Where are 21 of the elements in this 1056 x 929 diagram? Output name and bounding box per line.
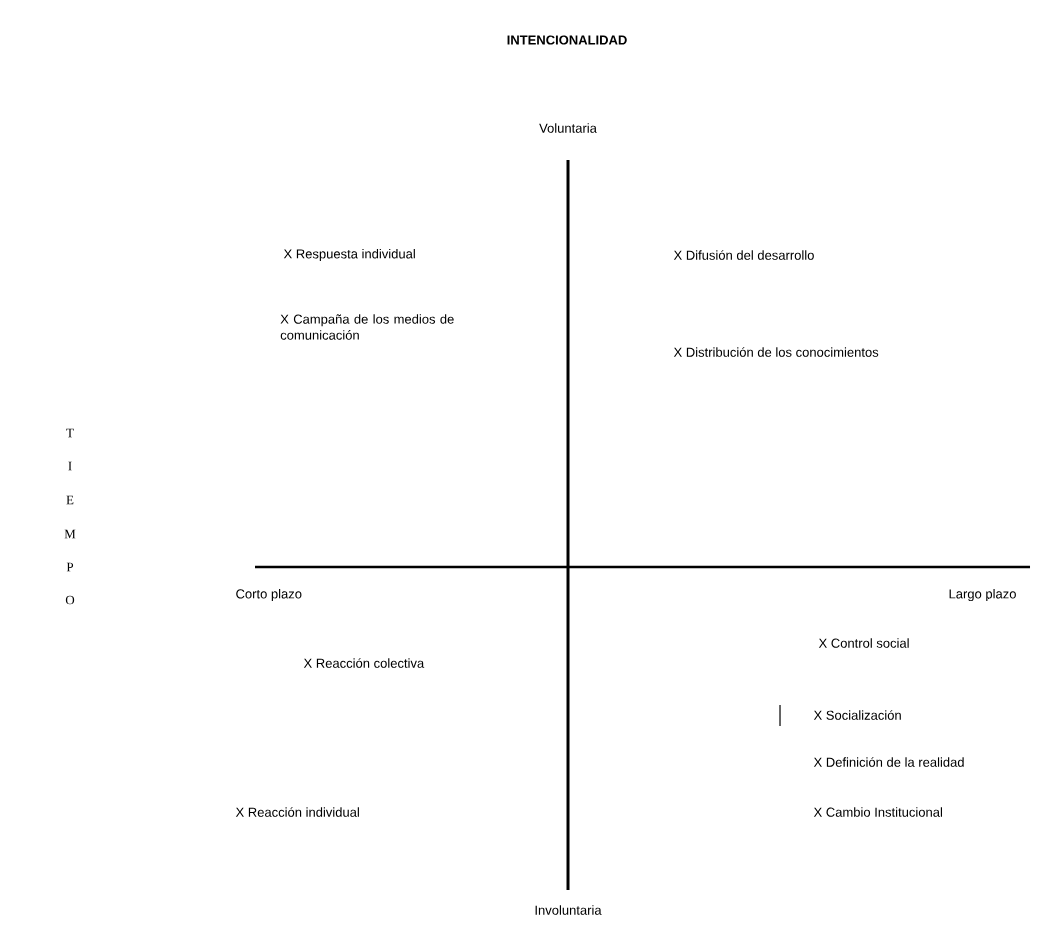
title: INTENCIONALIDAD xyxy=(507,35,627,45)
axis-letter: I xyxy=(68,461,72,471)
item-text: X Reacción colectiva xyxy=(303,658,425,668)
axis-label: Largo plazo xyxy=(949,588,1016,602)
axis-letter: E xyxy=(66,495,74,505)
axis-letter: O xyxy=(65,595,75,605)
item-text: X Control social xyxy=(818,638,909,648)
item-text: X Definición de la realidad xyxy=(813,757,964,767)
item-text: X Campaña de los medios de comunicación xyxy=(280,314,454,340)
axis-label: Corto plazo xyxy=(236,588,302,602)
axis-label: Voluntaria xyxy=(539,123,597,133)
axis-letter: P xyxy=(66,562,74,572)
item-text: X Cambio Institucional xyxy=(813,807,942,817)
item-text: X Socialización xyxy=(813,710,901,720)
item-text: X Distribución de los conocimientos xyxy=(673,347,879,357)
axis-label: Involuntaria xyxy=(535,905,602,915)
axis-letter: M xyxy=(64,529,76,539)
item-text: X Difusión del desarrollo xyxy=(673,250,814,260)
item-text: X Respuesta individual xyxy=(283,248,415,262)
axis-letter: T xyxy=(66,428,74,438)
item-text: X Reacción individual xyxy=(235,807,359,817)
